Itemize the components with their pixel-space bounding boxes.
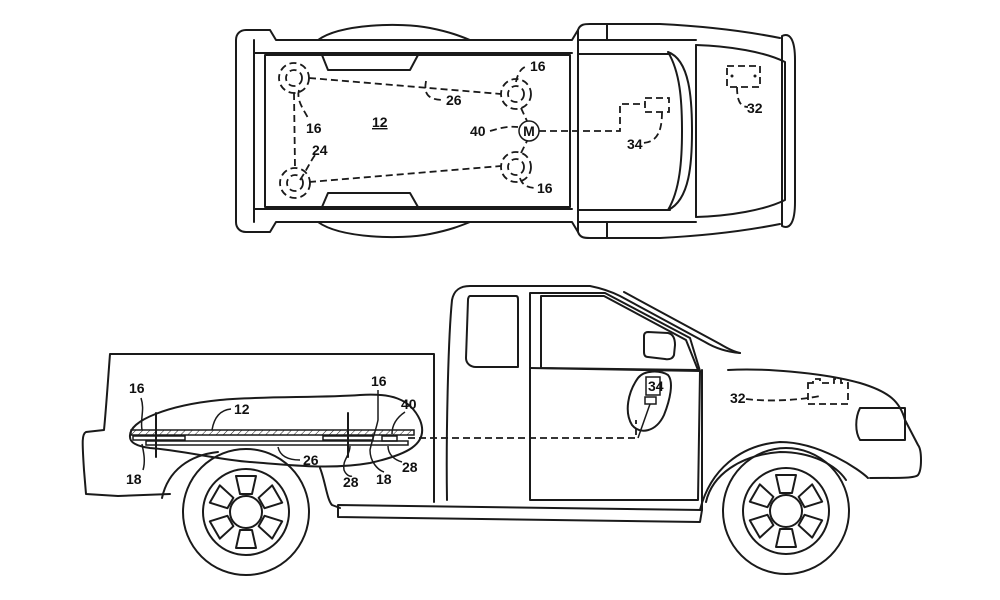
wheel-well-bottom — [321, 192, 419, 208]
leader-cable-side — [277, 446, 301, 461]
rear-wheel — [182, 448, 310, 576]
side-mirror — [643, 331, 676, 361]
leader-controller-top — [642, 111, 663, 144]
label-battery-side: 32 — [730, 390, 746, 406]
leader-motor — [489, 125, 519, 132]
leader-actuator-top-right — [515, 65, 529, 83]
controller-pod — [626, 370, 672, 432]
a-pillar — [623, 291, 741, 354]
label-actuator-top-right: 16 — [530, 58, 546, 74]
label-actuator-bottom-left: 24 — [312, 142, 328, 158]
rear-hub — [229, 495, 263, 529]
leader-actuator-front-side — [369, 390, 385, 473]
front-wheel — [722, 447, 850, 575]
bed-side-outline — [81, 353, 435, 503]
front-fender-arch — [699, 441, 869, 511]
battery-box-side — [807, 378, 849, 405]
label-actuator-front-side: 16 — [371, 373, 387, 389]
leader-motor-side — [391, 411, 406, 435]
leader-battery-top — [736, 86, 749, 108]
door-beltline — [529, 367, 701, 372]
hood-front-outline — [727, 368, 922, 479]
leader-actuator-bottom-right — [519, 177, 537, 189]
bed-lift-envelope — [129, 393, 423, 468]
battery-box — [726, 65, 761, 88]
label-controller-top: 34 — [627, 136, 643, 152]
rear-rim — [202, 468, 290, 556]
actuator-rear-left-outer — [278, 62, 310, 94]
front-bumper — [781, 34, 796, 228]
base-rail — [145, 440, 409, 446]
front-door — [529, 292, 701, 501]
actuator-front-left-inner — [507, 85, 525, 103]
label-actuator-rear-side: 16 — [129, 380, 145, 396]
label-cable-side: 26 — [303, 452, 319, 468]
label-base-front-side: 18 — [376, 471, 392, 487]
label-cable-top: 26 — [446, 92, 462, 108]
label-base-rear-side: 18 — [126, 471, 142, 487]
top-view-truck — [235, 23, 796, 239]
cable-network — [293, 77, 528, 183]
wheel-well-top — [321, 54, 419, 71]
motor-to-controller-cable-side — [408, 420, 637, 439]
label-bed-top: 12 — [372, 114, 388, 130]
rear-fender-front — [319, 467, 341, 509]
windshield — [667, 51, 693, 211]
motor-to-controller-cable — [539, 103, 645, 132]
front-hub — [769, 494, 803, 528]
rear-tire — [182, 448, 310, 576]
top-view-labels: 12 26 16 16 24 40 16 34 32 — [297, 58, 763, 196]
label-controller-side: 34 — [648, 378, 664, 394]
leader-actuator-bottom-left — [299, 153, 317, 181]
rocker-panel — [337, 504, 703, 523]
actuator-rear-right-inner — [286, 174, 304, 192]
leader-base-rear-side — [141, 443, 146, 471]
front-spokes — [748, 474, 824, 548]
rear-side-window — [465, 295, 519, 368]
battery-terminal — [753, 74, 757, 78]
leader-actuator-left — [297, 89, 309, 119]
actuator-rear-left-inner — [285, 69, 303, 87]
cab-outline-side — [445, 285, 741, 501]
side-view-mechanism — [129, 370, 849, 468]
label-actuator-left: 16 — [306, 120, 322, 136]
hood-outline — [695, 44, 786, 218]
rear-wheel-arch-bottom — [317, 221, 471, 239]
headlight — [855, 407, 906, 441]
top-view-actuators: M — [278, 62, 761, 199]
controller-body — [645, 376, 661, 396]
actuator-front-left-outer — [500, 78, 532, 110]
label-battery-top: 32 — [747, 100, 763, 116]
actuator-rear-right-outer — [279, 167, 311, 199]
controller-wire — [637, 403, 651, 439]
leader-cable-top — [424, 80, 445, 101]
label-actuator-bottom-right: 16 — [537, 180, 553, 196]
rear-fender-arc — [161, 451, 219, 499]
controller-connector — [644, 396, 657, 405]
leader-bracket-front-side — [387, 445, 403, 463]
actuator-front-right-outer — [500, 151, 532, 183]
label-bracket-front-side: 28 — [402, 459, 418, 475]
front-tire — [722, 447, 850, 575]
motor-symbol: M — [523, 123, 535, 139]
side-view-truck — [81, 285, 922, 523]
front-window — [540, 295, 699, 371]
leader-bed-side — [211, 408, 232, 431]
bed-floor-panel — [130, 429, 415, 436]
label-motor-top: 40 — [470, 123, 486, 139]
rear-spokes — [208, 475, 284, 549]
side-view-labels: 16 18 12 16 40 26 28 18 28 34 32 — [126, 373, 746, 490]
rear-wheel-arch-top — [317, 23, 471, 41]
controller-box — [644, 97, 670, 113]
battery-leader-side — [745, 395, 821, 402]
leader-bracket-mid-side — [342, 445, 353, 477]
label-bracket-mid-side: 28 — [343, 474, 359, 490]
label-motor-side: 40 — [401, 396, 417, 412]
label-bed-side: 12 — [234, 401, 250, 417]
actuator-front-right-inner — [507, 158, 525, 176]
battery-terminal — [730, 74, 734, 78]
front-rim — [742, 467, 830, 555]
leader-actuator-rear-side — [140, 397, 144, 431]
rear-plate — [132, 435, 186, 441]
